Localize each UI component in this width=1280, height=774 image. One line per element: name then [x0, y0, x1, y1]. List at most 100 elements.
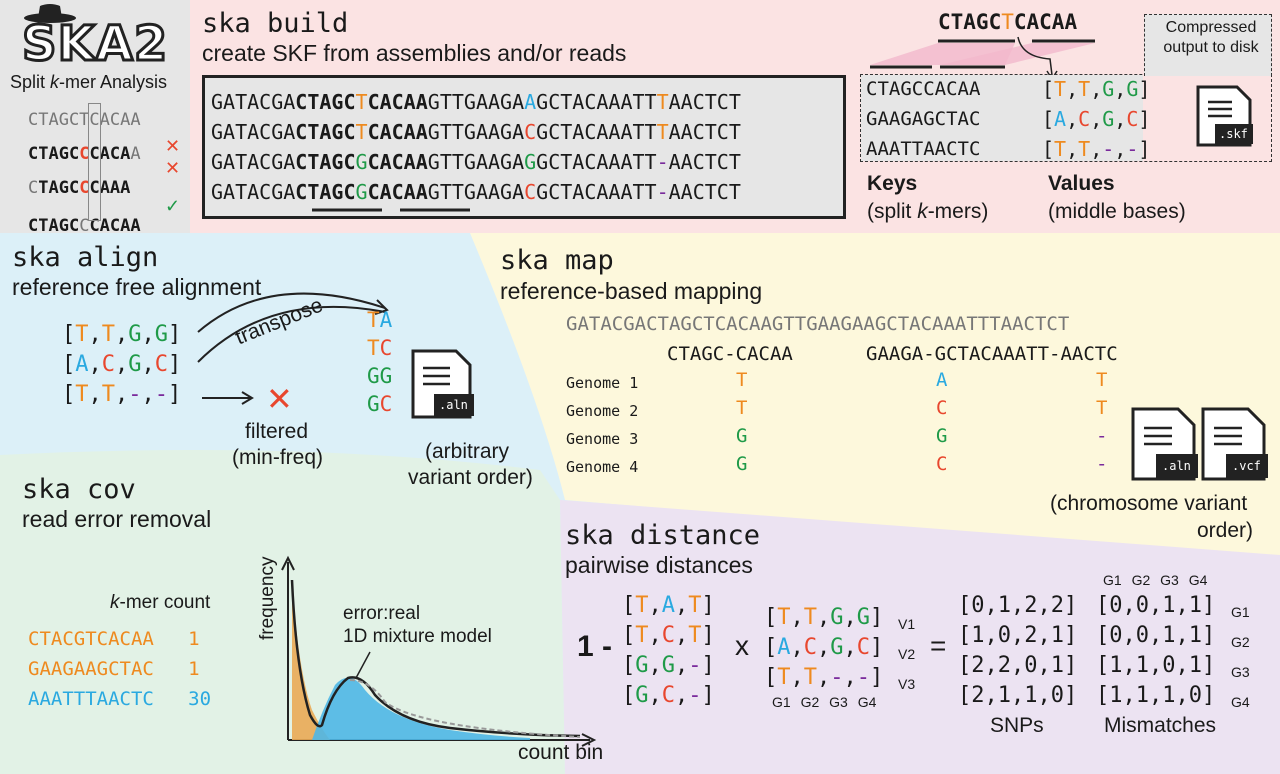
- snps-label: SNPs: [990, 714, 1044, 737]
- sequence-segment: -: [656, 150, 669, 174]
- variant-call: T: [736, 369, 748, 391]
- alignment-row: GATACGACTAGCGCACAAGTTGAAGACGCTACAAATT-AA…: [211, 177, 741, 207]
- logo-subtitle: Split k-mer Analysis: [10, 72, 168, 92]
- compressed-box-top: [1144, 14, 1272, 76]
- align-order-1: (arbitrary: [425, 440, 510, 463]
- base: T: [635, 623, 649, 648]
- filtered-cross-icon: ✕: [266, 381, 293, 417]
- base: A: [1054, 107, 1067, 131]
- bracket: [: [62, 322, 76, 347]
- variant-call: C: [936, 453, 948, 475]
- align-subtitle: reference free alignment: [12, 274, 262, 300]
- variant-call: T: [1096, 397, 1108, 419]
- sequence-segment: AACTCT: [668, 150, 741, 174]
- kmer-segment: CACAA: [1013, 10, 1078, 34]
- sequence-segment: -: [656, 180, 669, 204]
- base: -: [856, 665, 870, 690]
- bracket: [: [1042, 137, 1055, 161]
- separator: ,: [675, 683, 689, 708]
- matrix-1-row: [T,C,T]: [622, 621, 715, 651]
- align-output-row: TC: [367, 334, 392, 362]
- separator: ,: [88, 352, 102, 377]
- sequence-segment: GTTGAAGA: [427, 180, 525, 204]
- snp-row: [0,1,2,2]: [958, 593, 1078, 618]
- map-reference: GATACGACTAGCTCACAAGTTGAAGAAGCTACAAATTTAA…: [566, 313, 1070, 335]
- kmer-seq: CTACGTCACAA: [28, 628, 154, 650]
- bracket: [: [764, 605, 778, 630]
- base: G: [635, 653, 649, 678]
- sequence-segment: CTAGC: [295, 180, 356, 204]
- sequence-segment: CTAGC: [295, 150, 356, 174]
- sequence-segment: CACAA: [367, 150, 428, 174]
- key-row: CTAGCCACAA: [866, 78, 981, 100]
- sequence-segment: GTTGAAGA: [427, 120, 525, 144]
- matrix-1-row: [G,C,-]: [622, 681, 715, 711]
- separator: ,: [817, 665, 831, 690]
- distance-title: ska distance: [565, 520, 761, 551]
- separator: ,: [1090, 77, 1103, 101]
- base: T: [367, 336, 380, 360]
- genome-label: Genome 4: [566, 458, 639, 476]
- separator: ,: [141, 322, 155, 347]
- separator: ,: [1066, 107, 1079, 131]
- distance-mismatches: [0,0,1,1][0,0,1,1][1,1,0,1][1,1,1,0]: [1096, 591, 1215, 711]
- map-subtitle: reference-based mapping: [500, 278, 763, 304]
- bracket: [: [1042, 107, 1055, 131]
- sequence-segment: CACAA: [367, 90, 428, 114]
- base: C: [661, 683, 675, 708]
- separator: ,: [648, 593, 662, 618]
- separator: ,: [88, 382, 102, 407]
- keys-label: Keys: [867, 172, 918, 195]
- alignment-row: GATACGACTAGCGCACAAGTTGAAGAGGCTACAAATT-AA…: [211, 147, 741, 177]
- base: G: [367, 392, 380, 416]
- bracket: ]: [168, 322, 182, 347]
- base: -: [688, 683, 702, 708]
- mismatch-row: [0,0,1,1]: [1096, 593, 1216, 618]
- base: C: [661, 623, 675, 648]
- base: T: [1054, 137, 1067, 161]
- skf-file-ext: .skf: [1219, 127, 1248, 141]
- compressed-box: [860, 74, 1272, 162]
- base: A: [661, 593, 675, 618]
- bracket: [: [62, 352, 76, 377]
- base: -: [1126, 137, 1139, 161]
- matrix-1-row: [T,A,T]: [622, 591, 715, 621]
- mismatch-row: [1,1,1,0]: [1096, 683, 1216, 708]
- base: G: [379, 364, 393, 388]
- distance-snps: [0,1,2,2][1,0,2,1][2,2,0,1][2,1,1,0]: [958, 591, 1077, 711]
- bracket: ]: [701, 683, 715, 708]
- bracket: [: [62, 382, 76, 407]
- map-aln-file-icon: .aln: [1130, 406, 1200, 482]
- map-vcf-file-icon: .vcf: [1200, 406, 1270, 482]
- align-output-row: GG: [367, 362, 392, 390]
- bracket: ]: [701, 623, 715, 648]
- values-sublabel: (middle bases): [1048, 200, 1186, 223]
- base: C: [154, 352, 168, 377]
- base: T: [367, 308, 380, 332]
- separator: ,: [115, 352, 129, 377]
- values-label: Values: [1048, 172, 1115, 195]
- separator: ,: [648, 683, 662, 708]
- distance-g-top: G1 G2 G3 G4: [1103, 572, 1208, 588]
- base: G: [856, 605, 870, 630]
- base: -: [688, 653, 702, 678]
- value-row: [T,T,-,-]: [1042, 134, 1150, 164]
- alignment-row: GATACGACTAGCTCACAAGTTGAAGACGCTACAAATTTAA…: [211, 117, 741, 147]
- base: C: [101, 352, 115, 377]
- snp-row: [2,2,0,1]: [958, 653, 1078, 678]
- kmer-split-graphic: [870, 36, 1095, 81]
- sequence-segment: T: [355, 90, 368, 114]
- base: T: [101, 322, 115, 347]
- keys-sublabel: (split k-mers): [867, 200, 989, 223]
- genome-label: Genome 2: [566, 402, 639, 420]
- equals-symbol: =: [930, 630, 947, 661]
- cov-subtitle: read error removal: [22, 506, 212, 532]
- sequence-segment: AACTCT: [668, 90, 741, 114]
- separator: ,: [648, 623, 662, 648]
- base: G: [661, 653, 675, 678]
- bracket: ]: [701, 653, 715, 678]
- base: G: [154, 322, 168, 347]
